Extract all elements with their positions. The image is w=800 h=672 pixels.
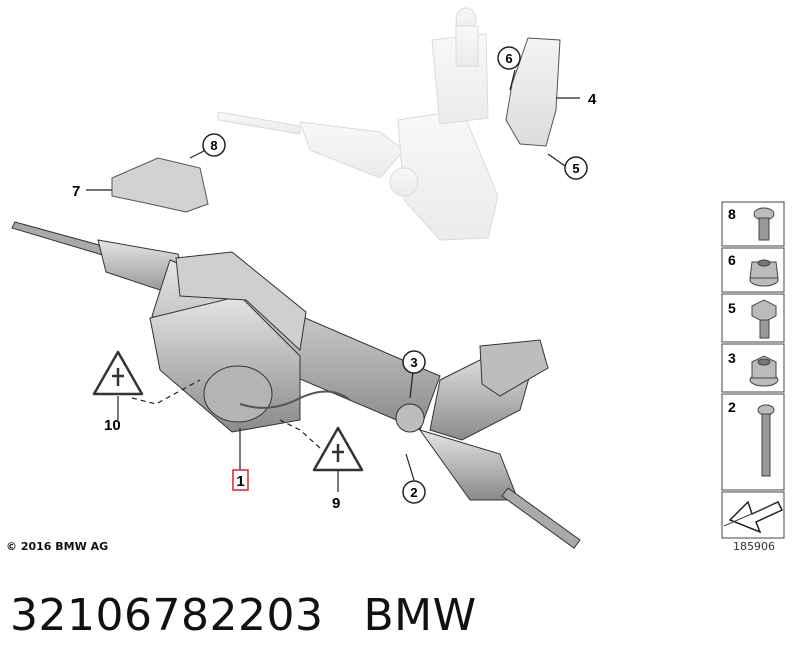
boot-right [418,429,519,501]
callout-3[interactable]: 3 [402,350,426,374]
direction-arrow-icon [723,500,784,534]
callout-7[interactable]: 7 [72,183,80,200]
ecu-housing [175,251,307,352]
leader-lines [86,69,580,492]
callout-9[interactable]: 9 [332,495,340,512]
part-number: 32106782203 [10,590,324,641]
copyright-notice: © 2016 BMW AG [6,540,109,553]
callout-8[interactable]: 8 [202,133,226,157]
wiring-harness [239,390,351,409]
legend-label-3: 3 [728,350,736,366]
self-locking-nut-icon [749,355,779,387]
legend-label-2: 2 [728,399,736,415]
callout-5[interactable]: 5 [564,156,588,180]
legend-label-8: 8 [728,206,736,222]
reference-rack-ghost [217,7,499,241]
svg-text:5: 5 [572,161,579,176]
legend-label-5: 5 [728,300,736,316]
esd-warning-icon-9 [312,426,364,472]
brand-name: BMW [363,590,477,641]
pinion-joint [395,403,425,433]
diagram-id: 185906 [733,540,775,553]
tie-rod-left [11,221,111,257]
highlight-box [232,469,249,491]
motor-cap [203,365,273,423]
cover-part-4 [505,37,561,147]
flange-nut-icon [749,259,779,287]
svg-text:8: 8 [210,138,217,153]
hex-bolt-icon [751,299,777,339]
callout-2[interactable]: 2 [402,480,426,504]
callout-1-highlighted[interactable]: 1 [232,469,249,491]
footer-caption: 32106782203 BMW [10,590,477,641]
callout-4[interactable]: 4 [588,91,597,108]
svg-text:6: 6 [505,51,512,66]
steering-gear-assembly [11,221,581,549]
svg-text:3: 3 [410,355,417,370]
tie-rod-right [501,487,581,549]
heat-shield-part-7 [111,157,209,213]
torx-bolt-icon [753,207,775,241]
legend-label-6: 6 [728,252,736,268]
long-bolt-icon [757,404,775,477]
svg-text:1: 1 [236,473,244,490]
callout-10[interactable]: 10 [104,417,121,434]
fastener-legend: 8 6 5 3 2 [721,201,785,539]
callout-6[interactable]: 6 [497,46,521,70]
sensor-unit [479,339,549,397]
esd-warning-icon-10 [92,350,144,396]
svg-text:2: 2 [410,485,417,500]
